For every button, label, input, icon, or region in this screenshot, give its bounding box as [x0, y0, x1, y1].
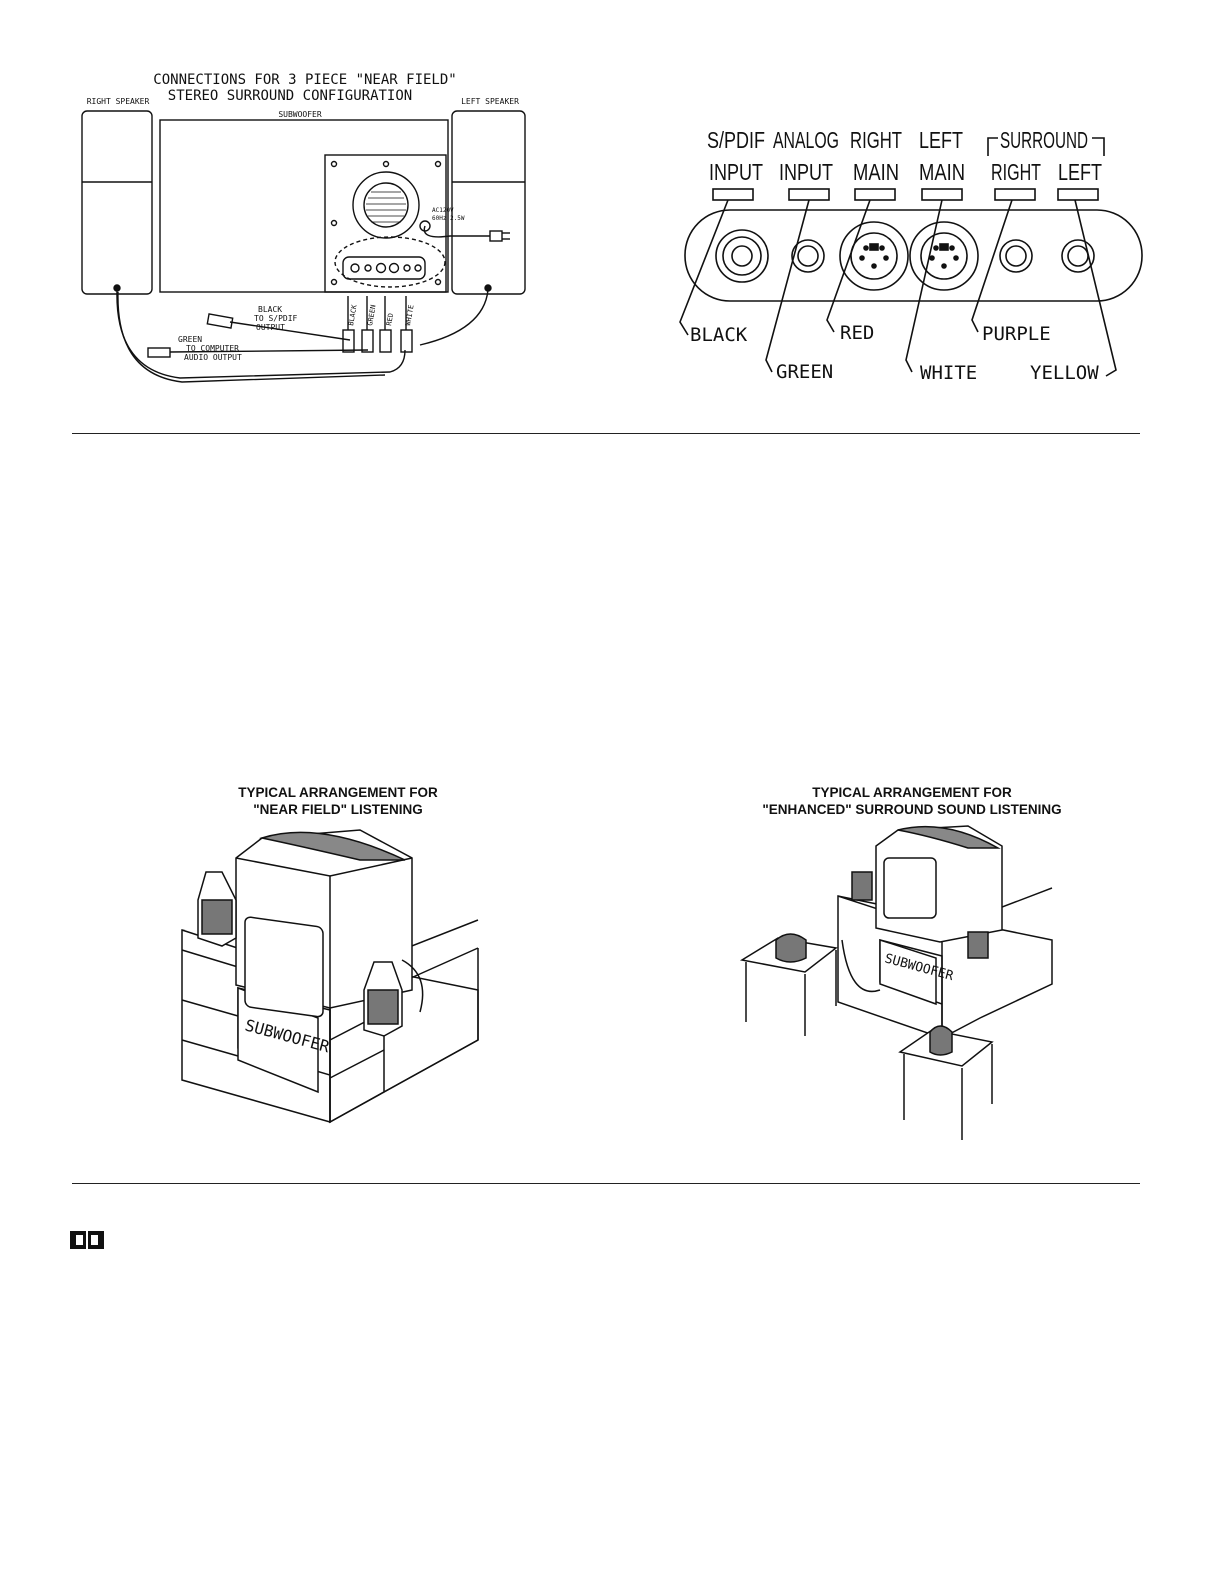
near-field-arrangement-illustration: SUBWOOFER — [181, 829, 479, 1124]
enhanced-arrangement-illustration: SUBWOOFER — [739, 825, 1053, 1140]
spdif-jack-icon — [715, 229, 769, 283]
analog-cable — [169, 349, 369, 353]
near-field-caption-line2: "NEAR FIELD" LISTENING — [253, 802, 423, 817]
right-main-jack-label-line1: RIGHT — [850, 127, 902, 153]
black-cable-label-3: OUTPUT — [256, 323, 285, 332]
near-field-right-speaker-icon — [197, 871, 237, 947]
left-speaker-label: LEFT SPEAKER — [461, 97, 519, 106]
spdif-cable — [229, 321, 351, 341]
left-main-jack-label-line1: LEFT — [919, 127, 963, 153]
near-field-caption: TYPICAL ARRANGEMENT FOR "NEAR FIELD" LIS… — [186, 784, 490, 818]
purple-color-label: PURPLE — [982, 323, 1051, 345]
enhanced-caption: TYPICAL ARRANGEMENT FOR "ENHANCED" SURRO… — [728, 784, 1096, 818]
enhanced-rear-left-speaker-icon — [929, 1025, 953, 1056]
connections-title-line1: CONNECTIONS FOR 3 PIECE "NEAR FIELD" — [153, 72, 456, 88]
black-cable-label-1: BLACK — [258, 305, 282, 314]
analog-jack-label-line1: ANALOG — [773, 127, 839, 153]
power-cord-icon — [423, 225, 510, 242]
jack-panel-diagram: S/PDIF INPUT ANALOG INPUT RIGHT MAIN LEF… — [679, 127, 1143, 384]
connections-diagram: CONNECTIONS FOR 3 PIECE "NEAR FIELD" STE… — [81, 72, 526, 383]
left-main-jack-label-line2: MAIN — [919, 159, 965, 185]
right-speaker-label: RIGHT SPEAKER — [87, 97, 150, 106]
subwoofer-top-label: SUBWOOFER — [278, 110, 322, 119]
enhanced-rear-left-table-icon — [898, 1025, 994, 1140]
section-divider-top — [72, 433, 1140, 434]
spdif-jack-label-line1: S/PDIF — [707, 127, 765, 153]
left-main-jack-icon — [909, 221, 979, 291]
enhanced-caption-line1: TYPICAL ARRANGEMENT FOR — [812, 785, 1012, 800]
wire-black-label: BLACK — [347, 303, 359, 326]
surround-left-jack-label: LEFT — [1058, 159, 1102, 185]
near-field-caption-line1: TYPICAL ARRANGEMENT FOR — [238, 785, 438, 800]
green-cable-label-3: AUDIO OUTPUT — [184, 353, 242, 362]
green-cable-label-1: GREEN — [178, 335, 202, 344]
white-color-label: WHITE — [920, 362, 977, 384]
surround-group-label: SURROUND — [1000, 127, 1088, 153]
subwoofer-icon: AC120V 60Hz 2.5W — [159, 119, 465, 293]
surround-right-jack-label: RIGHT — [991, 159, 1041, 185]
green-color-label: GREEN — [776, 361, 833, 383]
enhanced-rear-right-table-icon — [739, 933, 838, 1036]
green-cable-label-2: TO COMPUTER — [186, 344, 239, 353]
black-cable-label-2: TO S/PDIF — [254, 314, 298, 323]
analog-jack-label-line2: INPUT — [779, 159, 833, 185]
enhanced-front-left-speaker-icon — [967, 931, 989, 959]
enhanced-subwoofer-icon — [879, 938, 937, 1006]
near-field-left-speaker-icon — [363, 959, 424, 1037]
power-rating-label-2: 60Hz 2.5W — [432, 215, 465, 222]
dolby-logo-icon — [70, 1231, 104, 1249]
black-color-label: BLACK — [690, 324, 748, 346]
power-rating-label-1: AC120V — [432, 207, 454, 214]
right-main-jack-label-line2: MAIN — [853, 159, 899, 185]
wire-red-label: RED — [385, 312, 395, 326]
enhanced-monitor-icon — [875, 825, 1003, 943]
left-speaker-icon — [451, 110, 526, 295]
jack-panel-outline — [684, 209, 1143, 302]
left-speaker-cable — [419, 289, 489, 346]
section-divider-bottom — [72, 1183, 1140, 1184]
enhanced-rear-right-speaker-icon — [775, 933, 807, 963]
right-speaker-icon — [81, 110, 153, 295]
near-field-monitor-icon — [235, 829, 413, 1018]
surround-right-jack-icon — [999, 239, 1033, 273]
spdif-jack-label-line2: INPUT — [709, 159, 763, 185]
yellow-color-label: YELLOW — [1030, 362, 1099, 384]
red-color-label: RED — [840, 322, 874, 344]
wire-white-label: WHITE — [404, 304, 416, 326]
enhanced-front-right-speaker-icon — [851, 871, 873, 901]
connections-title-line2: STEREO SURROUND CONFIGURATION — [168, 88, 412, 104]
enhanced-caption-line2: "ENHANCED" SURROUND SOUND LISTENING — [762, 802, 1062, 817]
analog-jack-icon — [791, 239, 825, 273]
wire-green-label: GREEN — [366, 304, 378, 326]
right-main-jack-icon — [839, 221, 909, 291]
